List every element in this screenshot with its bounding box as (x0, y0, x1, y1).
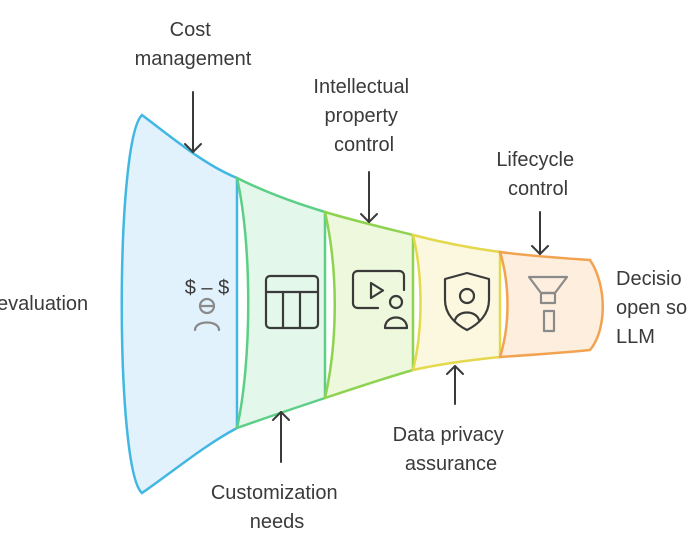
stage-evaluation-segment (120, 113, 239, 495)
cost-arrow (184, 91, 202, 153)
privacy-arrow (446, 365, 464, 405)
label-ip-line-1: Intellectual (313, 76, 409, 98)
label-ip-control: Intellectual property control (313, 76, 414, 156)
shield-user-icon (443, 271, 491, 332)
stage-data-privacy-segment (411, 233, 502, 372)
cost-symbol-text: $ – $ (185, 277, 229, 299)
label-lifecycle-line-2: control (508, 178, 568, 200)
ip-arrow (360, 171, 378, 223)
customization-arrow (272, 411, 290, 463)
funnel-body (120, 113, 604, 495)
label-decision-line-2: open so (616, 297, 687, 319)
label-cost-line-1: Cost (170, 19, 212, 41)
label-decision-line-3: LLM (616, 326, 655, 348)
label-lifecycle-line-1: Lifecycle (496, 149, 574, 171)
label-cost-line-2: management (135, 48, 252, 70)
label-ip-line-3: control (334, 134, 394, 156)
label-cost-management: Cost management (135, 19, 252, 70)
label-privacy-line-2: assurance (405, 453, 497, 475)
label-customization-needs: Customization needs (211, 482, 343, 533)
stage-ip-control-segment (323, 210, 415, 400)
label-evaluation-line: evaluation (0, 293, 88, 315)
video-user-icon (351, 269, 409, 330)
table-grid-icon (264, 274, 320, 330)
cost-person-icon: $ – $ (185, 277, 229, 332)
label-customization-line-1: Customization (211, 482, 338, 504)
label-lifecycle-control: Lifecycle control (496, 149, 579, 200)
label-privacy-line-1: Data privacy (393, 424, 504, 446)
label-customization-line-2: needs (250, 511, 305, 533)
label-evaluation: evaluation (0, 293, 88, 315)
label-decision: Decisio open so LLM (616, 268, 690, 348)
label-data-privacy: Data privacy assurance (393, 424, 510, 475)
funnel-icon (527, 275, 569, 333)
lifecycle-arrow (531, 211, 549, 255)
label-decision-line-1: Decisio (616, 268, 682, 290)
stage-customization-segment (235, 175, 327, 430)
label-ip-line-2: property (325, 105, 398, 127)
stage-lifecycle-segment (498, 250, 604, 359)
